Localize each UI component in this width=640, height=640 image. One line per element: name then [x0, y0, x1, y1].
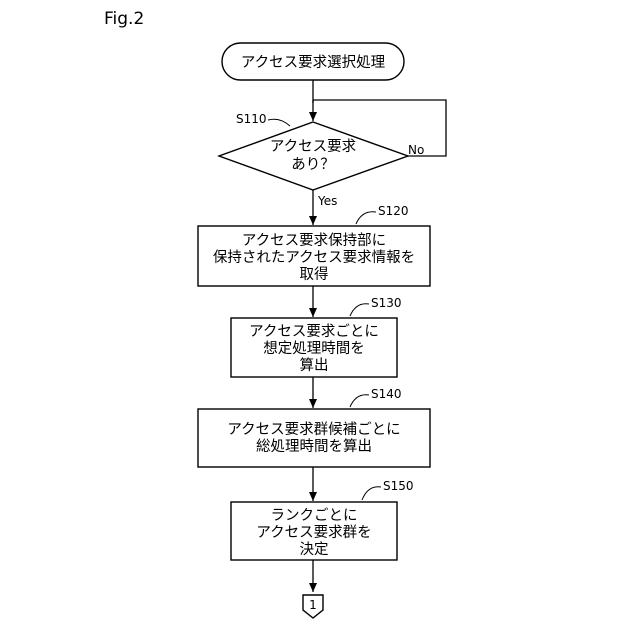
figure-label: Fig.2	[104, 9, 144, 29]
step-leader-s150	[362, 487, 381, 500]
process-box-s130: アクセス要求ごとに 想定処理時間を 算出	[231, 318, 397, 377]
yes-label: Yes	[317, 194, 337, 208]
start-terminal: アクセス要求選択処理	[222, 43, 404, 80]
process-box-s120: アクセス要求保持部に 保持されたアクセス要求情報を 取得	[198, 226, 430, 286]
s130-line-3: 算出	[300, 357, 329, 374]
decision-line-2: あり？	[291, 156, 335, 173]
s130-line-2: 想定処理時間を	[263, 340, 365, 357]
step-label-s150: S150	[383, 479, 414, 493]
no-label: No	[408, 143, 424, 157]
s140-line-1: アクセス要求群候補ごとに	[227, 421, 400, 438]
s150-line-1: ランクごとに	[271, 507, 358, 524]
process-box-s140: アクセス要求群候補ごとに 総処理時間を算出	[198, 409, 430, 467]
s130-line-1: アクセス要求ごとに	[249, 323, 379, 340]
s140-line-2: 総処理時間を算出	[256, 438, 372, 455]
s120-line-1: アクセス要求保持部に	[242, 232, 386, 249]
step-label-s110: S110	[236, 112, 267, 126]
step-label-s120: S120	[378, 204, 409, 218]
s120-line-2: 保持されたアクセス要求情報を	[213, 249, 415, 266]
s120-line-3: 取得	[300, 266, 329, 283]
decision-diamond: アクセス要求 あり？	[219, 122, 408, 190]
connector-label: 1	[309, 598, 317, 612]
step-leader-s120	[356, 212, 376, 224]
step-label-s130: S130	[371, 296, 402, 310]
offpage-connector: 1	[303, 595, 323, 618]
step-label-s140: S140	[371, 387, 402, 401]
step-leader-s130	[350, 304, 369, 316]
s150-line-3: 決定	[300, 541, 329, 558]
step-leader-s140	[350, 395, 369, 407]
start-label: アクセス要求選択処理	[241, 54, 386, 71]
process-box-s150: ランクごとに アクセス要求群を 決定	[231, 502, 397, 560]
step-leader-s110	[268, 119, 290, 126]
s150-line-2: アクセス要求群を	[256, 524, 371, 541]
decision-line-1: アクセス要求	[270, 138, 357, 155]
